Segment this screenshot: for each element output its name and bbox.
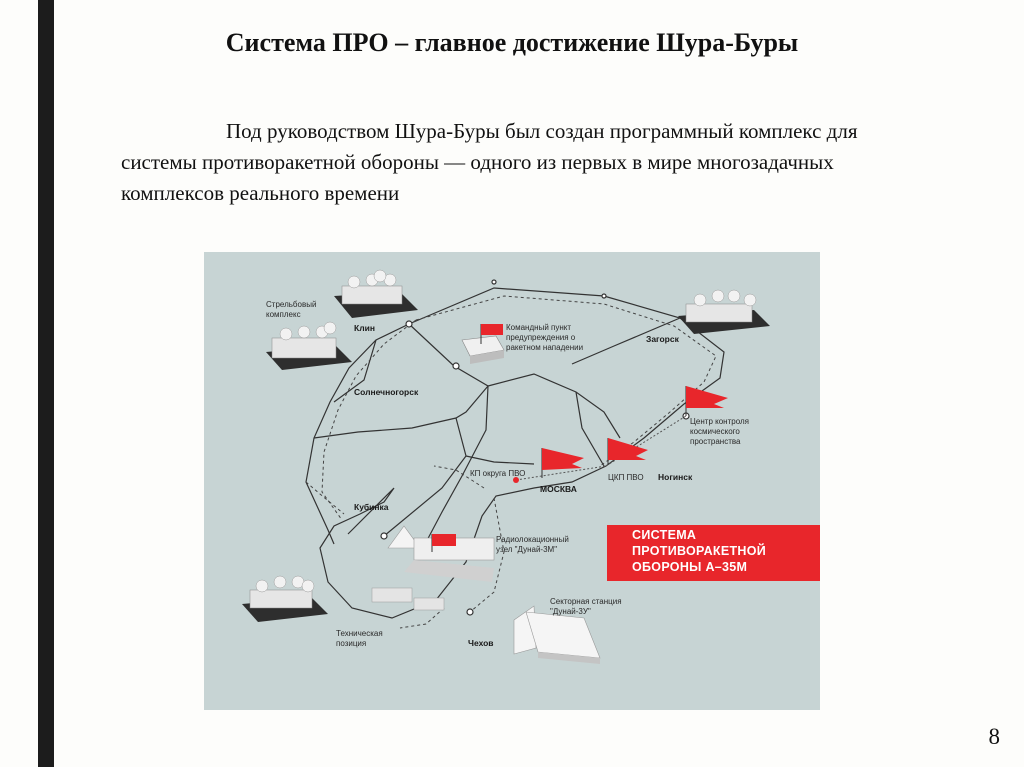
cluster-shooting-2 bbox=[266, 321, 352, 370]
flag-icon bbox=[541, 448, 584, 478]
label-noginsk: Ногинск bbox=[658, 472, 693, 482]
flag-icon bbox=[685, 386, 728, 416]
cluster-zagorsk bbox=[678, 289, 770, 334]
label-tech-2: позиция bbox=[336, 639, 366, 648]
label-command-1: Командный пункт bbox=[506, 323, 571, 332]
label-center-2: космического bbox=[690, 427, 740, 436]
slide-title: Система ПРО – главное достижение Шура-Бу… bbox=[225, 28, 799, 57]
flag-icon bbox=[480, 324, 503, 344]
label-center-1: Центр контроля bbox=[690, 417, 749, 426]
label-kubinka: Кубинка bbox=[354, 502, 389, 512]
banner-line-1: СИСТЕМА bbox=[632, 528, 697, 542]
left-accent-bar bbox=[38, 0, 54, 767]
label-moskva: МОСКВА bbox=[540, 484, 577, 494]
network-map-drawing: Стрельбовый комплекс Клин Командный пунк… bbox=[242, 269, 770, 664]
network-map: Стрельбовый комплекс Клин Командный пунк… bbox=[204, 252, 820, 710]
label-shooting-2: комплекс bbox=[266, 310, 301, 319]
label-tech-1: Техническая bbox=[336, 629, 383, 638]
slide-paragraph: Под руководством Шура-Буры был создан пр… bbox=[121, 119, 858, 205]
command-post-building bbox=[461, 335, 505, 364]
sector-station bbox=[513, 605, 601, 664]
label-command-3: ракетном нападении bbox=[506, 343, 583, 352]
label-kp-pvo: КП округа ПВО bbox=[470, 469, 525, 478]
label-klin: Клин bbox=[354, 323, 375, 333]
label-chehov: Чехов bbox=[468, 638, 494, 648]
banner-line-2: ПРОТИВОРАКЕТНОЙ bbox=[632, 544, 767, 558]
label-radar-1: Радиолокационный bbox=[496, 535, 569, 544]
label-radar-2: узел "Дунай-3М" bbox=[496, 545, 557, 554]
flag-icon bbox=[431, 534, 456, 552]
tech-position-buildings bbox=[371, 587, 445, 611]
page-number: 8 bbox=[988, 724, 1001, 749]
label-solnechnogorsk: Солнечногорск bbox=[354, 387, 419, 397]
flag-links bbox=[515, 415, 687, 481]
moscow-point bbox=[513, 477, 519, 483]
dashed-ring bbox=[305, 295, 717, 629]
flag-icon bbox=[607, 438, 648, 464]
banner-line-3: ОБОРОНЫ А–35М bbox=[632, 560, 748, 574]
system-banner bbox=[607, 525, 820, 581]
network-nodes bbox=[380, 279, 690, 616]
system-banner-text: СИСТЕМА ПРОТИВОРАКЕТНОЙ ОБОРОНЫ А–35М bbox=[632, 527, 817, 575]
label-sector-2: "Дунай-3У" bbox=[550, 607, 591, 616]
label-ckp-pvo: ЦКП ПВО bbox=[608, 473, 644, 482]
label-command-2: предупреждения о bbox=[506, 333, 576, 342]
label-sector-1: Секторная станция bbox=[550, 597, 622, 606]
cluster-shooting-1 bbox=[334, 269, 418, 318]
label-center-3: пространства bbox=[690, 437, 741, 446]
label-shooting-1: Стрельбовый bbox=[266, 300, 316, 309]
cluster-southwest bbox=[242, 575, 328, 622]
label-zagorsk: Загорск bbox=[646, 334, 680, 344]
